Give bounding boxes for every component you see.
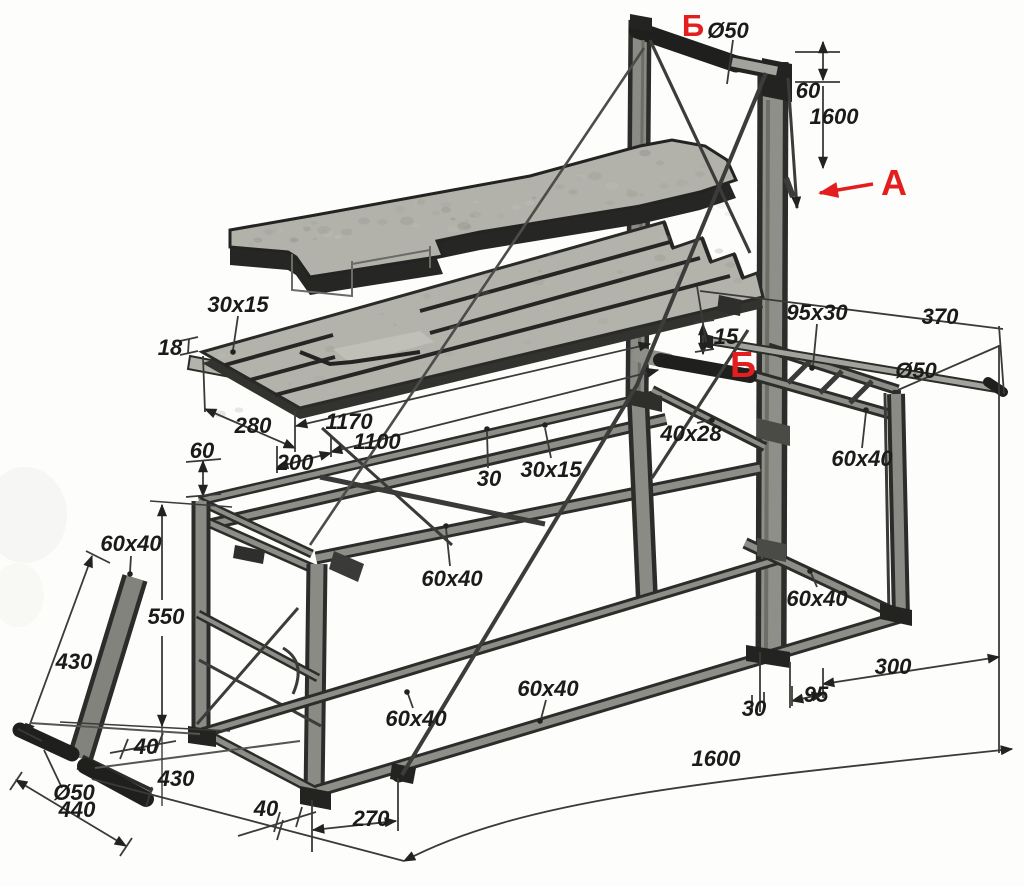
svg-text:95x30: 95x30 [786,300,848,325]
svg-text:30: 30 [742,696,767,721]
svg-text:440: 440 [58,797,96,822]
svg-text:300: 300 [875,654,912,679]
svg-text:40x28: 40x28 [659,421,722,446]
svg-text:30x15: 30x15 [207,292,269,317]
svg-text:40: 40 [133,734,159,759]
svg-text:60x40: 60x40 [786,586,848,611]
svg-text:270: 270 [352,806,390,831]
svg-text:40: 40 [253,796,279,821]
svg-text:60: 60 [796,78,821,103]
svg-text:370: 370 [922,304,959,329]
svg-text:18: 18 [158,335,183,360]
svg-text:Ø50: Ø50 [707,18,749,43]
svg-text:А: А [881,162,907,203]
svg-text:Б: Б [730,344,756,385]
svg-text:30: 30 [477,466,502,491]
svg-text:280: 280 [234,413,272,438]
svg-text:1100: 1100 [353,429,401,454]
svg-text:60x40: 60x40 [421,566,483,591]
svg-text:1600: 1600 [692,746,742,771]
svg-text:30x15: 30x15 [520,457,582,482]
svg-text:430: 430 [55,649,93,674]
svg-text:550: 550 [148,604,185,629]
svg-text:1600: 1600 [810,104,860,129]
svg-text:60x40: 60x40 [100,531,162,556]
svg-text:1170: 1170 [325,409,373,434]
svg-text:95: 95 [804,682,829,707]
svg-text:60x40: 60x40 [517,676,579,701]
svg-text:60x40: 60x40 [385,706,447,731]
svg-text:Ø50: Ø50 [895,358,937,383]
svg-text:Б: Б [682,8,704,43]
svg-text:60x40: 60x40 [831,446,893,471]
svg-text:Ø50: Ø50 [53,780,95,805]
svg-text:60: 60 [190,438,215,463]
svg-text:200: 200 [276,450,314,475]
svg-text:15: 15 [714,324,739,349]
svg-text:430: 430 [157,766,195,791]
